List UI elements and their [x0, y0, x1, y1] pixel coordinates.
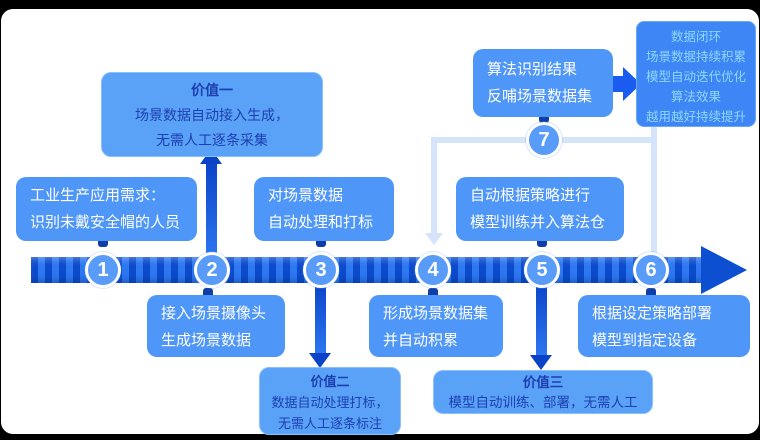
arrow-down-step5-shaft	[536, 281, 547, 357]
arrow-down-step3-head-icon	[309, 353, 331, 368]
step4-label-box: 形成场景数据集 并自动积累	[369, 295, 503, 357]
step2-line1: 接入场景摄像头	[161, 305, 267, 322]
node4-number: 4	[427, 258, 439, 281]
outcome-box: 数据闭环 场景数据持续积累 模型自动迭代优化 算法效果 越用越好持续提升	[636, 21, 756, 127]
notch-step1	[98, 240, 108, 247]
node6-number: 6	[645, 258, 657, 281]
node5-number: 5	[536, 258, 548, 281]
step1-label-box: 工业生产应用需求： 识别未戴安全帽的人员	[16, 177, 197, 241]
step3-label-box: 对场景数据 自动处理和打标	[254, 177, 394, 241]
node7-number: 7	[538, 128, 550, 151]
outcome-line3: 模型自动迭代优化	[645, 70, 746, 84]
notch-step3	[316, 240, 326, 247]
step2-line2: 生成场景数据	[161, 332, 252, 349]
annotation2-title: 价值二	[310, 374, 350, 389]
timeline-node-2: 2	[194, 252, 230, 288]
diagram-canvas: 工业生产应用需求： 识别未戴安全帽的人员 接入场景摄像头 生成场景数据 对场景数…	[1, 9, 759, 435]
step5-line2: 模型训练并入算法仓	[470, 214, 606, 231]
timeline-node-5: 5	[524, 252, 560, 288]
step7-line1: 算法识别结果	[487, 61, 578, 78]
step3-line1: 对场景数据	[268, 187, 344, 204]
notch-step2	[203, 288, 213, 295]
step4-line2: 并自动积累	[383, 332, 459, 349]
notch-step5	[537, 240, 547, 247]
step1-line2: 识别未戴安全帽的人员	[30, 214, 181, 231]
step4-line1: 形成场景数据集	[383, 305, 489, 322]
annotation2-line2: 无需人工逐条标注	[277, 416, 382, 431]
annotation3-line1: 模型自动训练、部署，无需人工	[448, 395, 638, 410]
loop-line-left-vertical	[431, 137, 437, 233]
step5-line1: 自动根据策略进行	[470, 187, 591, 204]
arrow-down-step5-head-icon	[530, 355, 552, 370]
annotation1-box: 价值一 场景数据自动接入生成， 无需人工逐条采集	[101, 72, 323, 157]
annotation3-title: 价值三	[522, 375, 564, 390]
step7-line2: 反哺场景数据集	[487, 88, 593, 105]
step3-line2: 自动处理和打标	[268, 214, 374, 231]
node1-number: 1	[97, 258, 109, 281]
timeline-node-6: 6	[633, 252, 669, 288]
step6-label-box: 根据设定策略部署 模型到指定设备	[578, 295, 750, 357]
step7-label-box: 算法识别结果 反哺场景数据集	[473, 49, 613, 117]
annotation2-box: 价值二 数据自动处理打标， 无需人工逐条标注	[259, 367, 401, 435]
arrow-up-step2-shaft	[206, 161, 217, 261]
outcome-line1: 数据闭环	[670, 30, 721, 44]
step1-line1: 工业生产应用需求：	[30, 187, 166, 204]
outcome-line5: 越用越好持续提升	[645, 110, 746, 124]
timeline-node-1: 1	[85, 252, 121, 288]
loop-line-right-vertical	[651, 127, 657, 261]
timeline-node-3: 3	[303, 252, 339, 288]
timeline-node-7: 7	[526, 122, 562, 158]
notch-step7	[539, 116, 549, 123]
notch-step6	[646, 288, 656, 295]
timeline-arrowhead-icon	[701, 246, 747, 294]
timeline-node-4: 4	[415, 252, 451, 288]
annotation2-line1: 数据自动处理打标，	[271, 395, 389, 410]
timeline-bar	[31, 257, 703, 283]
annotation1-line2: 无需人工逐条采集	[156, 132, 268, 148]
loop-arrow-down-icon	[425, 233, 443, 245]
annotation3-box: 价值三 模型自动训练、部署，无需人工	[433, 370, 653, 414]
node2-number: 2	[206, 258, 218, 281]
annotation1-line1: 场景数据自动接入生成，	[135, 107, 289, 123]
arrow-down-step3-shaft	[315, 281, 326, 355]
node3-number: 3	[315, 258, 327, 281]
outcome-line4: 算法效果	[670, 90, 721, 104]
step2-label-box: 接入场景摄像头 生成场景数据	[147, 295, 285, 357]
step5-label-box: 自动根据策略进行 模型训练并入算法仓	[456, 177, 624, 241]
outcome-line2: 场景数据持续积累	[645, 50, 746, 64]
step6-line2: 模型到指定设备	[592, 332, 698, 349]
step6-line1: 根据设定策略部署	[592, 305, 713, 322]
annotation1-title: 价值一	[191, 82, 233, 98]
notch-step4	[428, 288, 438, 295]
